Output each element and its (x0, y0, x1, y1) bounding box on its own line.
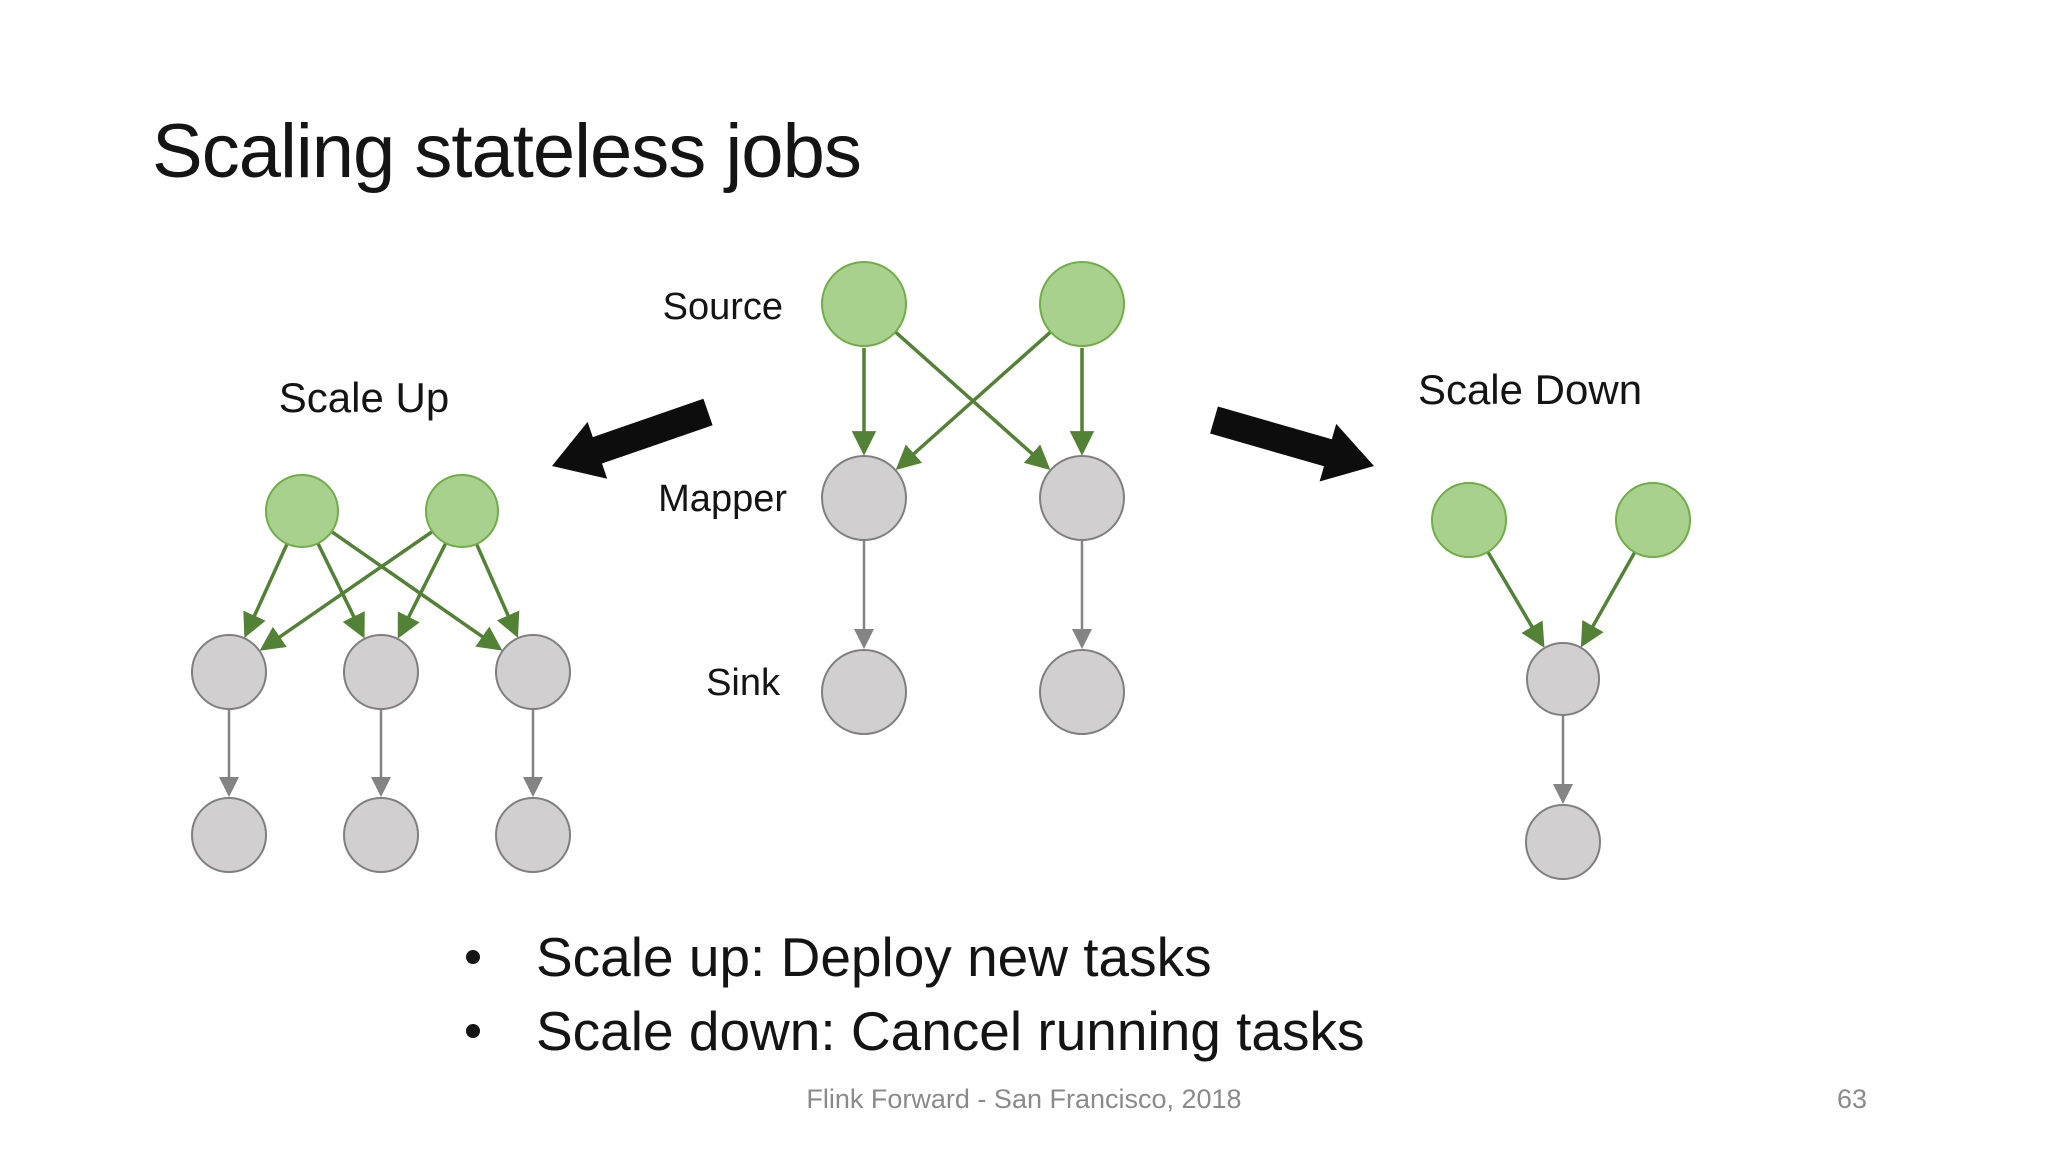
slide-page-number: 63 (1836, 1084, 1868, 1114)
source-node (1039, 261, 1125, 347)
mapper-node (495, 634, 571, 710)
bullet-item: Scale up: Deploy new tasks (452, 920, 1552, 994)
mapper-node (191, 634, 267, 710)
scale-up-job-graph (191, 474, 571, 873)
edge-source-mapper (243, 543, 289, 638)
scale-up-arrow-icon (552, 398, 713, 479)
slide-footer: Flink Forward - San Francisco, 2018 (806, 1084, 1242, 1114)
source-node (265, 474, 339, 548)
scale-down-label: Scale Down (1417, 366, 1643, 413)
scale-down-arrow-icon (1210, 406, 1374, 482)
sink-node (1039, 649, 1125, 735)
bullet-text: Scale down: Cancel running tasks (536, 1000, 1365, 1062)
source-node (1431, 482, 1507, 558)
edge-source-mapper (330, 530, 503, 651)
mapper-row-label: Mapper (658, 478, 787, 520)
sink-node (821, 649, 907, 735)
mapper-node (1526, 642, 1600, 716)
edge-source-mapper (895, 330, 1052, 470)
bullet-text: Scale up: Deploy new tasks (536, 926, 1212, 988)
source-node (821, 261, 907, 347)
source-node (1615, 482, 1691, 558)
source-row-label: Source (662, 286, 783, 328)
scale-up-label: Scale Up (278, 374, 450, 421)
edge-source-mapper (894, 330, 1051, 470)
mapper-node (343, 634, 419, 710)
center-job-graph (821, 261, 1125, 735)
sink-node (343, 797, 419, 873)
edge-source-mapper (259, 530, 434, 651)
mapper-node (821, 455, 907, 541)
bullet-item: Scale down: Cancel running tasks (452, 994, 1552, 1068)
bullet-list: Scale up: Deploy new tasks Scale down: C… (452, 920, 1552, 1068)
sink-node (495, 797, 571, 873)
sink-node (191, 797, 267, 873)
page-title: Scaling stateless jobs (152, 109, 862, 194)
edge-source-mapper (474, 543, 520, 638)
scale-down-job-graph (1431, 482, 1691, 880)
edge-source-mapper (397, 542, 448, 639)
edge-source-mapper (316, 542, 365, 639)
source-node (425, 474, 499, 548)
edge-source-mapper (1486, 551, 1545, 648)
edge-source-mapper (1580, 551, 1637, 648)
sink-node (1525, 804, 1601, 880)
mapper-node (1039, 455, 1125, 541)
sink-row-label: Sink (706, 662, 780, 704)
